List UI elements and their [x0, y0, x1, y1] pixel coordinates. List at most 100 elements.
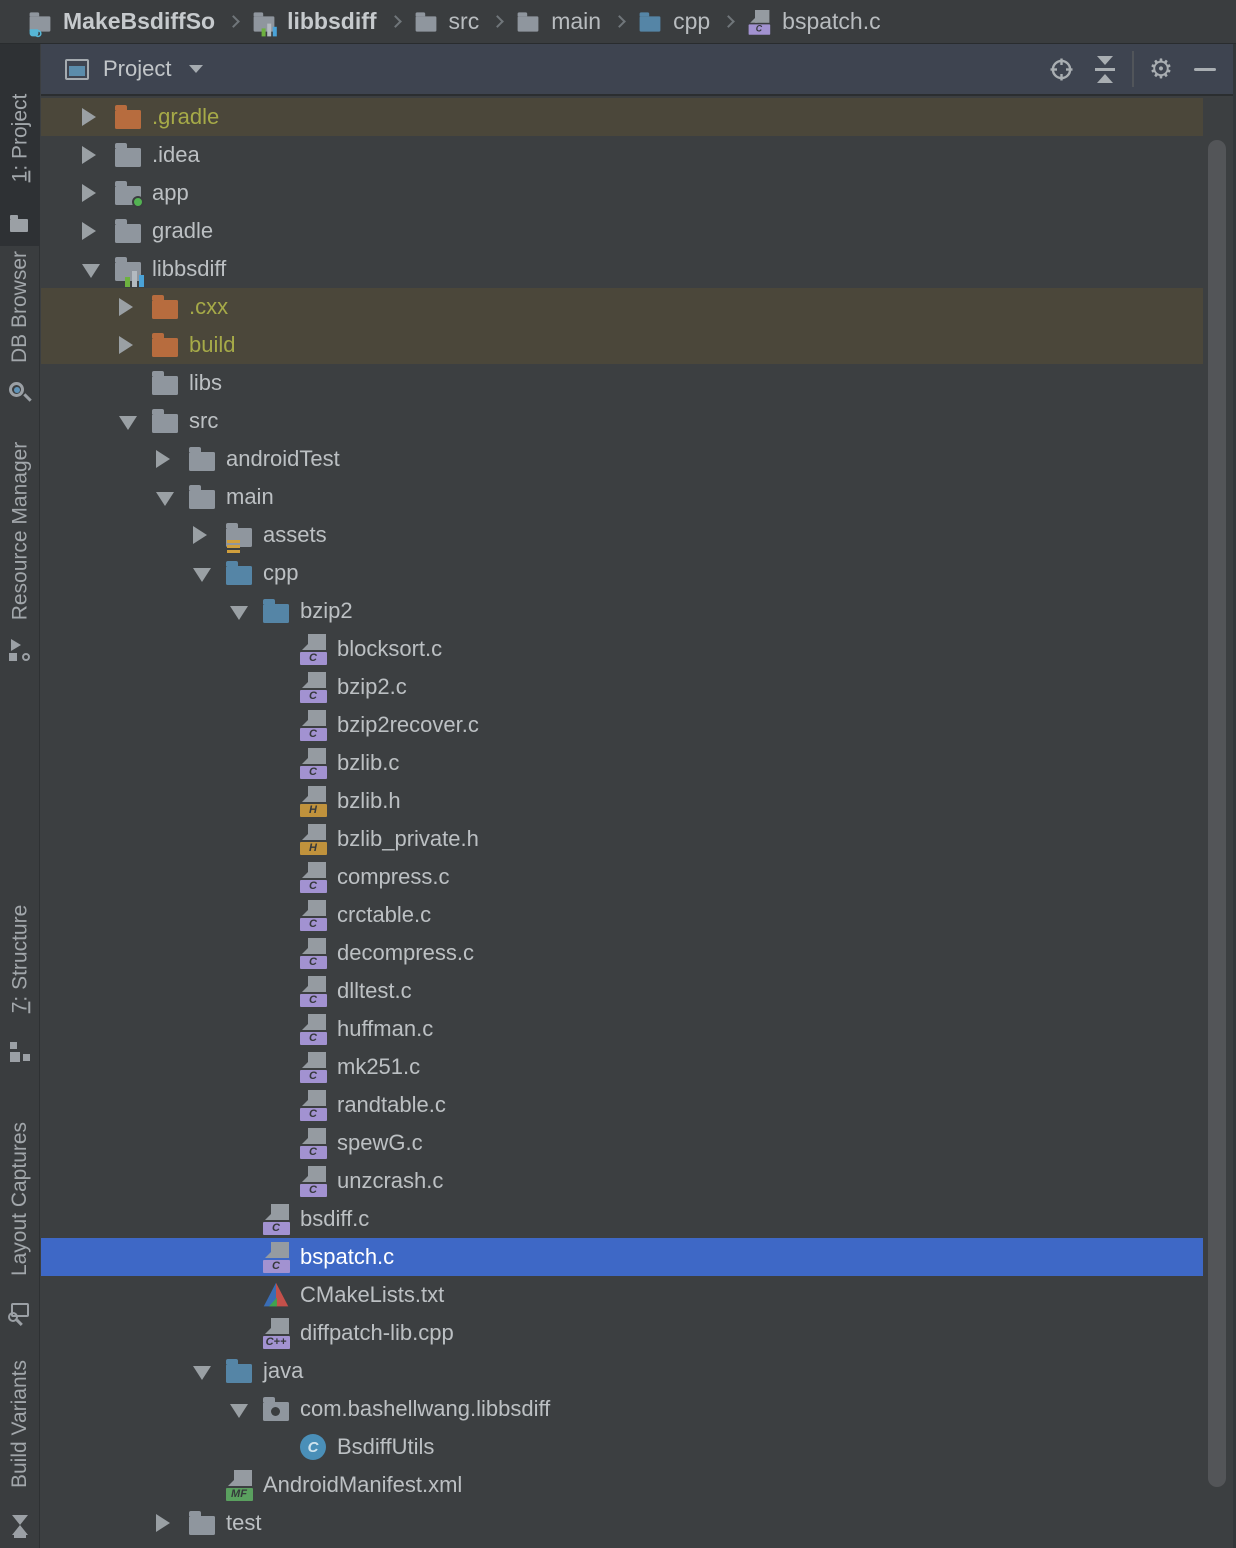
stripe-button-build-variants[interactable]: Build Variants — [0, 1348, 40, 1546]
settings-button[interactable]: ⚙ — [1146, 52, 1176, 86]
collapse-arrow-icon[interactable] — [193, 565, 225, 582]
tree-row[interactable]: build — [41, 326, 1203, 364]
tree-row[interactable]: .cxx — [41, 288, 1203, 326]
tree-item-label: bzip2recover.c — [337, 712, 479, 737]
breadcrumb-item[interactable]: MakeBsdiffSo — [26, 8, 215, 37]
breadcrumb-item[interactable]: main — [514, 8, 601, 35]
breadcrumb-item[interactable]: src — [412, 8, 479, 35]
tree-row[interactable]: .gradle — [41, 98, 1203, 136]
breadcrumb-item[interactable]: cpp — [636, 8, 710, 35]
collapse-arrow-icon[interactable] — [82, 261, 114, 278]
c-file-icon: C — [299, 709, 327, 741]
java-class-icon: C — [299, 1431, 327, 1463]
tree-row[interactable]: com.bashellwang.libbsdiff — [41, 1390, 1203, 1428]
stripe-button-layout-captures[interactable]: Layout Captures — [0, 1090, 40, 1334]
collapse-arrow-icon[interactable] — [119, 413, 151, 430]
collapse-arrow-icon[interactable] — [156, 489, 188, 506]
tree-item-label: bzip2.c — [337, 674, 407, 699]
c-file-icon: C — [299, 937, 327, 969]
expand-arrow-icon[interactable] — [119, 336, 151, 354]
breadcrumb-label: libbsdiff — [287, 8, 377, 34]
locate-button[interactable] — [1046, 52, 1076, 86]
tree-item-label: BsdiffUtils — [337, 1434, 435, 1459]
vertical-scrollbar[interactable] — [1208, 140, 1226, 1487]
collapse-all-button[interactable] — [1090, 52, 1120, 86]
tree-row[interactable]: .idea — [41, 136, 1203, 174]
tree-row[interactable]: androidTest — [41, 440, 1203, 478]
stripe-button-db-browser[interactable]: DB Browser — [0, 246, 40, 414]
stripe-button-structure[interactable]: 7: Structure — [0, 890, 40, 1074]
c-file-icon: C — [299, 633, 327, 665]
gear-icon: ⚙ — [1148, 53, 1174, 85]
expand-arrow-icon[interactable] — [156, 1514, 188, 1532]
tree-row[interactable]: test — [41, 1504, 1203, 1542]
tree-row[interactable]: assets — [41, 516, 1203, 554]
hide-button[interactable] — [1190, 52, 1220, 86]
breadcrumb-separator-icon — [227, 15, 240, 28]
project-panel-header: Project ⚙ — [41, 44, 1236, 96]
stripe-button-project[interactable]: 1: Project — [0, 44, 40, 246]
folder-icon — [517, 11, 539, 32]
collapse-arrow-icon[interactable] — [230, 603, 262, 620]
header-file-icon: H — [299, 785, 327, 817]
tree-row[interactable]: C++diffpatch-lib.cpp — [41, 1314, 1203, 1352]
tree-row[interactable]: app — [41, 174, 1203, 212]
tree-item-label: huffman.c — [337, 1016, 434, 1041]
tree-row[interactable]: cpp — [41, 554, 1203, 592]
expand-arrow-icon[interactable] — [82, 146, 114, 164]
collapse-arrow-icon[interactable] — [230, 1401, 262, 1418]
project-view-icon — [65, 58, 89, 80]
project-view-selector[interactable]: Project — [65, 56, 204, 82]
c-file-icon: C — [299, 1089, 327, 1121]
tree-row[interactable]: CMakeLists.txt — [41, 1276, 1203, 1314]
expand-arrow-icon[interactable] — [193, 526, 225, 544]
tree-row[interactable]: bzip2 — [41, 592, 1203, 630]
collapse-arrow-icon[interactable] — [193, 1363, 225, 1380]
crosshair-icon — [1050, 58, 1072, 80]
breadcrumb-item[interactable]: libbsdiff — [250, 8, 377, 36]
tree-item-label: .gradle — [152, 104, 220, 129]
tree-row[interactable]: libs — [41, 364, 1203, 402]
tree-row[interactable]: main — [41, 478, 1203, 516]
tree-row[interactable]: C BsdiffUtils — [41, 1428, 1203, 1466]
c-file-icon: C — [299, 861, 327, 893]
breadcrumb-separator-icon — [722, 15, 736, 28]
expand-arrow-icon[interactable] — [156, 450, 188, 468]
chevron-down-icon — [189, 65, 204, 73]
tree-item-label: bspatch.c — [300, 1244, 395, 1269]
tree-item-label: dlltest.c — [337, 978, 412, 1003]
tree-row[interactable]: libbsdiff — [41, 250, 1203, 288]
tree-row[interactable]: src — [41, 402, 1203, 440]
tool-build-icon — [7, 1512, 33, 1538]
tree-row[interactable]: gradle — [41, 212, 1203, 250]
c-file-icon: C — [299, 899, 327, 931]
cpp-file-icon: C++ — [262, 1317, 290, 1349]
expand-arrow-icon[interactable] — [119, 298, 151, 316]
tool-resources-icon — [7, 638, 33, 664]
expand-arrow-icon[interactable] — [82, 222, 114, 240]
expand-arrow-icon[interactable] — [82, 108, 114, 126]
tree-row[interactable]: java — [41, 1352, 1203, 1390]
stripe-button-resource-manager[interactable]: Resource Manager — [0, 420, 40, 672]
expand-arrow-icon[interactable] — [82, 184, 114, 202]
